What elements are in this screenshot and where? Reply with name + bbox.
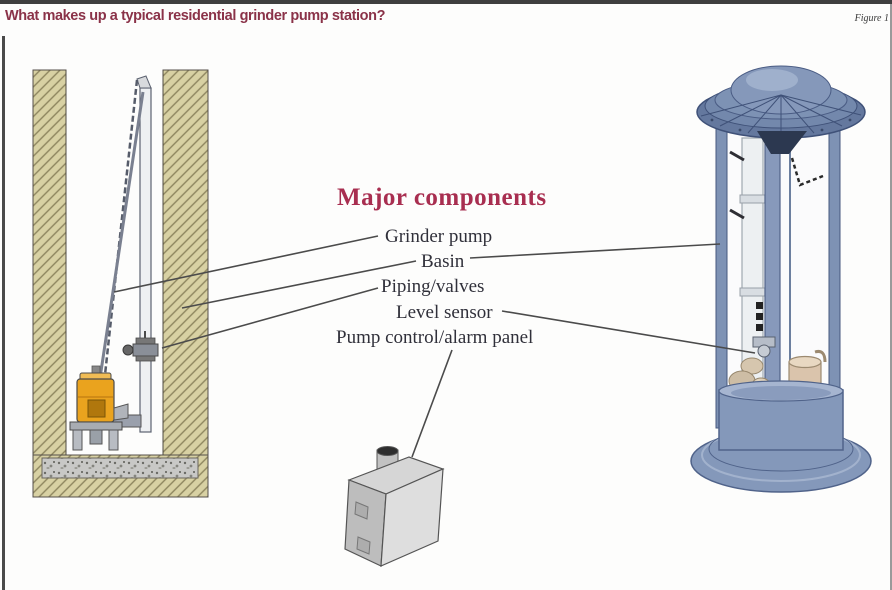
grinder-pump-unit	[69, 365, 129, 451]
leader-level-sensor	[501, 310, 756, 354]
basin-bowl	[690, 380, 872, 493]
component-label-pump-control-alarm-panel: Pump control/alarm panel	[336, 327, 534, 348]
sensor-cable	[756, 302, 763, 331]
top-border-bar	[0, 0, 892, 4]
earth-walls	[32, 69, 209, 498]
component-label-level-sensor: Level sensor	[396, 302, 493, 323]
component-label-basin: Basin	[421, 251, 465, 272]
valve-cluster	[752, 336, 776, 358]
leader-lines	[113, 235, 756, 458]
leader-basin-right	[469, 243, 721, 259]
lift-chain	[790, 157, 824, 187]
gravel-bed	[41, 457, 199, 479]
page-title: What makes up a typical residential grin…	[5, 8, 386, 24]
left-border-line	[2, 36, 5, 590]
component-label-grinder-pump: Grinder pump	[385, 226, 493, 247]
leader-piping-valves	[161, 287, 379, 349]
check-valve	[122, 331, 159, 362]
panel-enclosure	[344, 456, 445, 567]
pipe-brackets	[729, 150, 745, 220]
basin-dome-lid	[696, 65, 866, 154]
leader-grinder-pump	[113, 235, 379, 293]
control-panel-illustration	[344, 446, 445, 567]
component-label-piping-valves: Piping/valves	[381, 276, 485, 297]
cross-section-illustration	[32, 69, 209, 498]
leader-control-panel	[411, 349, 453, 458]
leader-basin-left	[181, 260, 417, 309]
major-components-heading: Major components	[337, 184, 547, 211]
right-border-line	[890, 4, 892, 590]
basin-cutaway-illustration	[690, 65, 872, 493]
figure-label: Figure 1	[854, 13, 889, 24]
pit-walls	[65, 70, 164, 455]
